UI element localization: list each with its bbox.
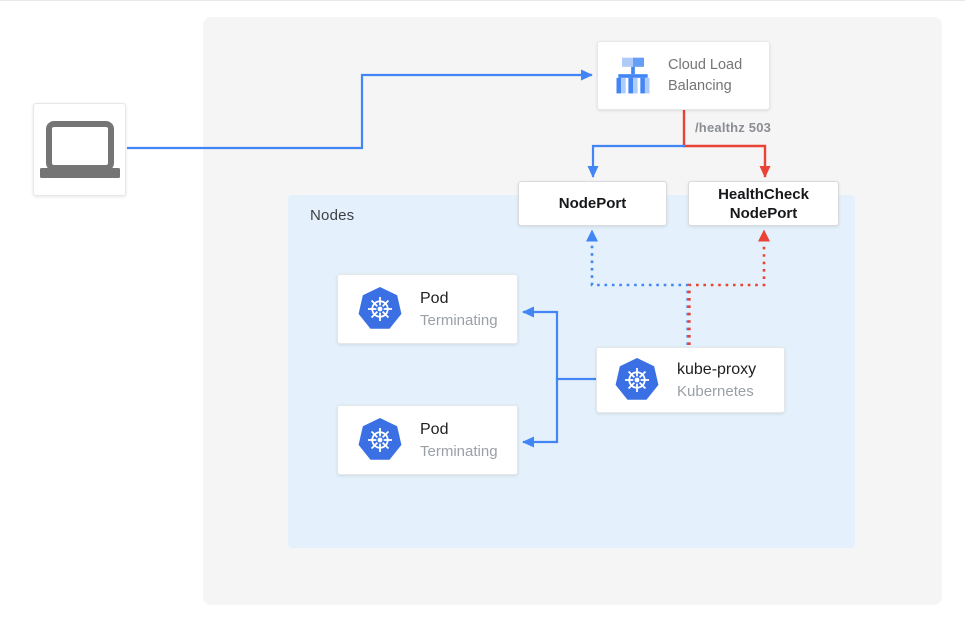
pod-1-title: Pod <box>420 289 449 307</box>
pod-1-card: Pod Terminating <box>337 274 518 344</box>
cloud-load-balancing-label: Cloud Load Balancing <box>668 56 743 94</box>
edge-kubeproxy-to-pod-2 <box>522 378 559 448</box>
pod-2-title: Pod <box>420 420 449 438</box>
edge-kubeproxy-to-healthcheck-dotted <box>688 243 766 345</box>
client-card <box>33 103 126 196</box>
pod-1-status: Terminating <box>420 311 498 329</box>
arrowhead-dotted-nodeport <box>586 229 598 242</box>
nodeport-label: NodePort <box>558 195 627 212</box>
edge-clb-to-healthcheck-nodeport <box>682 110 771 178</box>
healthcheck-nodeport-label: HealthCheck NodePort <box>718 185 809 222</box>
pod-2-status: Terminating <box>420 442 498 460</box>
healthcheck-nodeport-card: HealthCheck NodePort <box>688 181 839 226</box>
edge-client-to-clb <box>127 69 593 150</box>
nodeport-card: NodePort <box>518 181 667 226</box>
nodes-group-label: Nodes <box>310 207 355 224</box>
kubernetes-icon <box>358 418 402 460</box>
kube-proxy-card: kube-proxy Kubernetes <box>596 347 785 413</box>
top-divider <box>0 0 965 1</box>
kube-proxy-title: kube-proxy <box>677 360 757 378</box>
kubernetes-icon <box>615 358 659 400</box>
edge-kubeproxy-to-nodeport-dotted <box>590 243 689 345</box>
arrowhead-dotted-healthcheck <box>758 229 770 242</box>
kube-proxy-subtitle: Kubernetes <box>677 382 754 400</box>
cloud-load-balancing-card: Cloud Load Balancing <box>597 41 770 110</box>
edge-clb-to-nodeport <box>587 144 685 178</box>
pod-2-card: Pod Terminating <box>337 405 518 475</box>
kubernetes-icon <box>358 287 402 329</box>
healthz-503-label: /healthz 503 <box>695 120 772 135</box>
load-balancer-icon <box>616 57 650 93</box>
laptop-icon <box>39 120 120 178</box>
edge-kubeproxy-to-pod-1 <box>522 306 597 381</box>
